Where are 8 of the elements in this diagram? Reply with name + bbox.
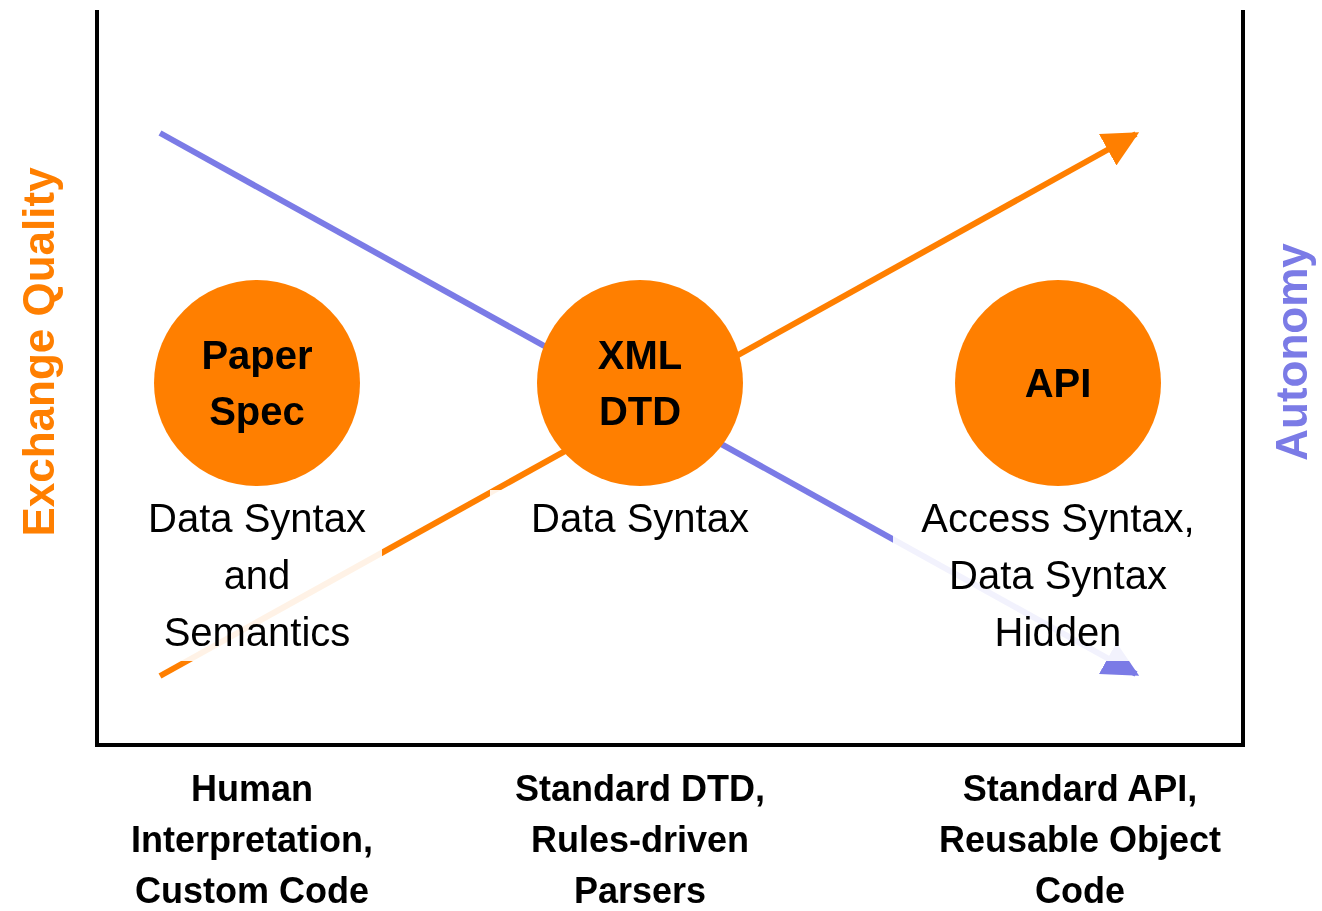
node-label: Paper Spec — [200, 332, 314, 435]
node-label: API — [1023, 360, 1093, 407]
node-label: XML DTD — [596, 332, 684, 435]
axis-category-label: Human Interpretation, Custom Code — [130, 767, 374, 911]
axis-title: Autonomy — [1268, 243, 1315, 461]
axis-title: Exchange Quality — [15, 167, 62, 537]
axis-category-label: Standard API, Reusable Object Code — [937, 767, 1223, 911]
axis-category-label: Standard DTD, Rules-driven Parsers — [514, 767, 766, 911]
